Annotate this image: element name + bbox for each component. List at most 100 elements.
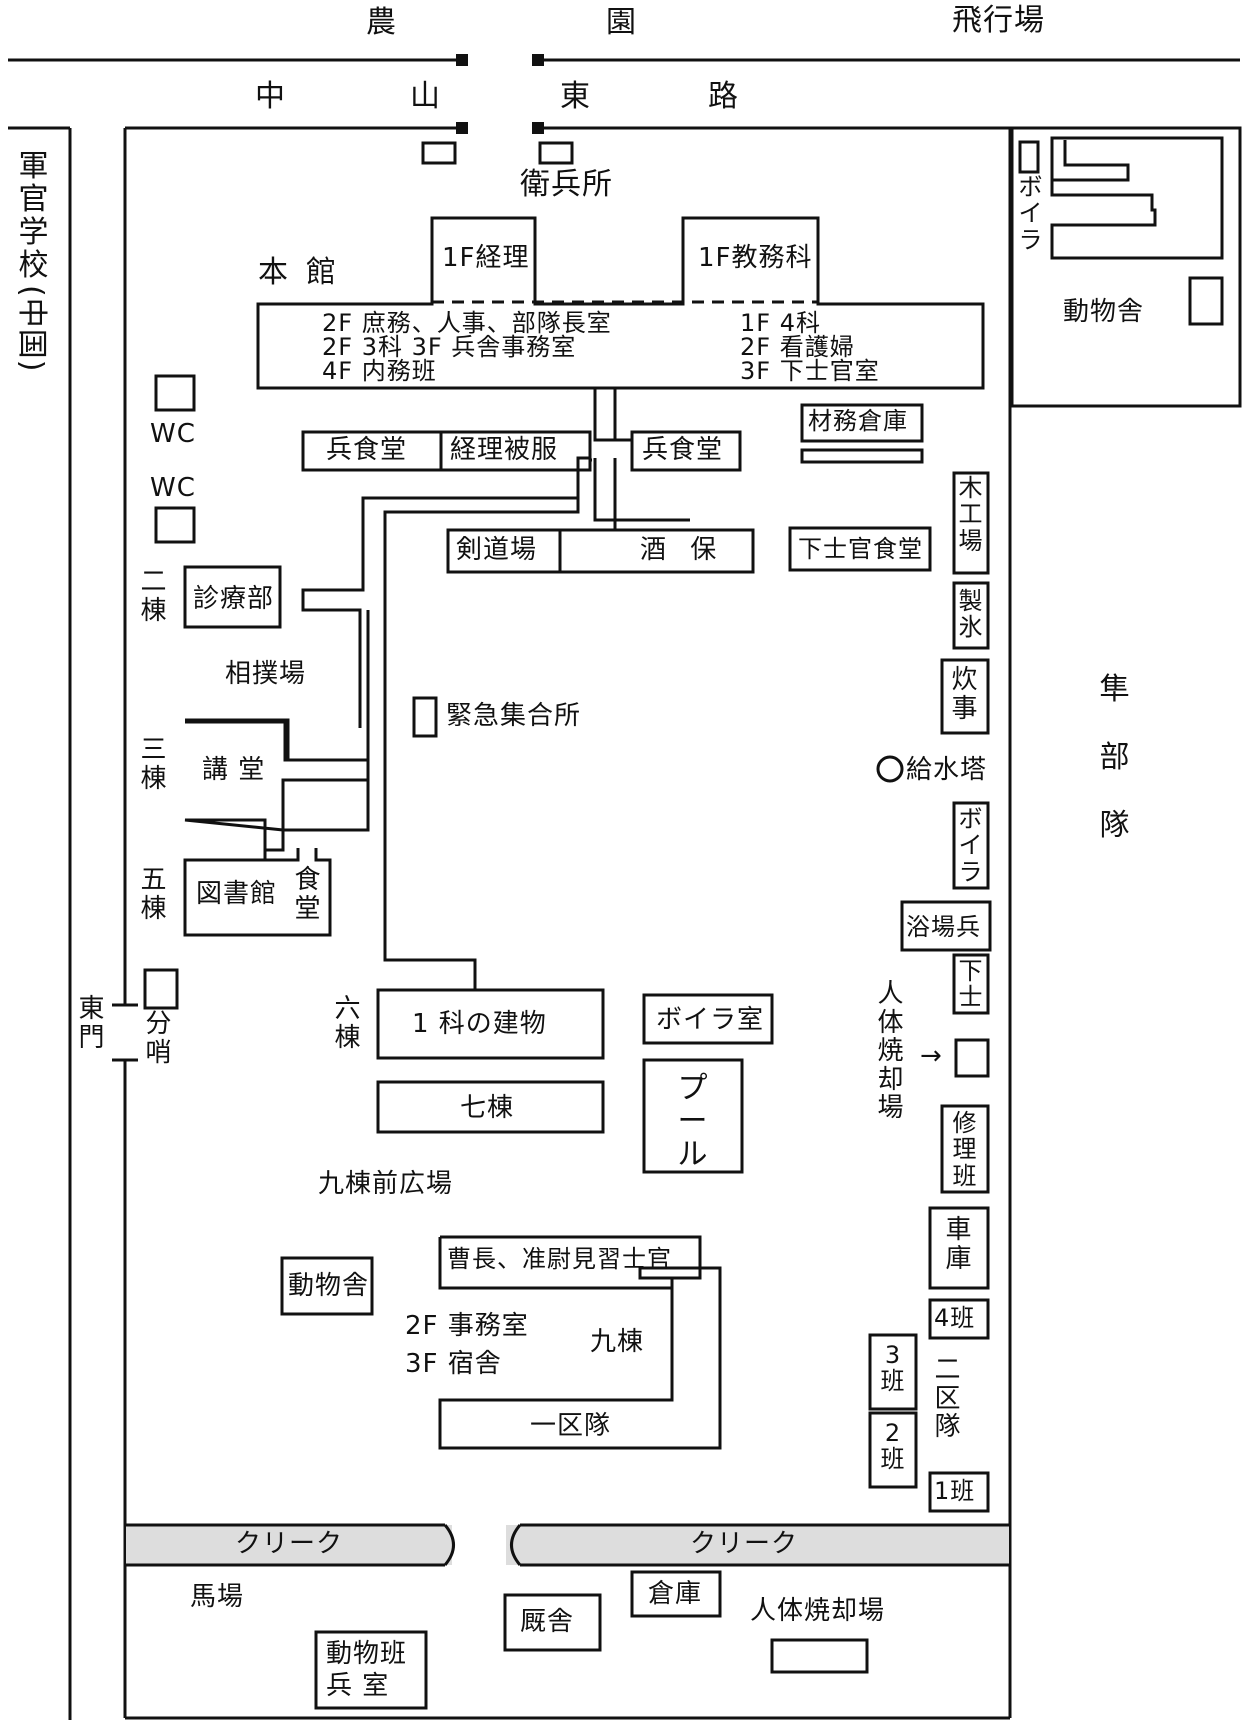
annex-small-2 — [1188, 276, 1224, 326]
repair-shop — [940, 1104, 990, 1194]
bath — [900, 900, 992, 952]
label-uniform: 経理被服 — [450, 435, 559, 465]
label-mess-right: 兵食堂 — [642, 435, 724, 465]
label-water-tower: 給水塔 — [906, 755, 988, 785]
label-higashi: 東 — [560, 79, 591, 114]
label-michi: 路 — [708, 79, 739, 114]
annex-building-1 — [1050, 136, 1224, 260]
boiler-room — [642, 993, 774, 1045]
label-bath: 浴場兵 — [906, 913, 981, 941]
building-six — [376, 988, 605, 1060]
label-assembly: 緊急集合所 — [446, 701, 582, 731]
wc-box-1 — [154, 374, 196, 412]
outpost-box — [143, 968, 179, 1010]
label-floor-r1: 1F 4科 — [740, 309, 821, 337]
label-floor-r2: 2F 看護婦 — [740, 333, 855, 361]
label-floor-l3: 4F 内務班 — [322, 357, 437, 385]
label-nouen: 農 — [366, 5, 397, 40]
label-boiler-right: ボイラ — [958, 805, 984, 886]
label-platoon-1: 一区隊 — [530, 1411, 612, 1441]
label-incinerator-v: 人体焼却場 — [877, 979, 905, 1124]
label-boiler-ne: ボイラ — [1018, 173, 1044, 254]
creek-left-end — [443, 1524, 455, 1566]
label-kendo: 剣道場 — [456, 535, 538, 565]
label-warehouse: 倉庫 — [648, 1579, 703, 1609]
gate-posts — [456, 54, 544, 134]
creek-left-fill — [126, 1525, 452, 1565]
label-bldg-6: 六棟 — [334, 994, 362, 1053]
label-platoon-2: 二区隊 — [934, 1355, 962, 1443]
squad-2 — [868, 1411, 918, 1489]
label-academic: 1F教務科 — [698, 243, 813, 273]
label-bldg9-f2: 2F 事務室 — [405, 1311, 529, 1341]
label-bldg-7: 七棟 — [460, 1093, 515, 1123]
label-main-building: 本館 — [258, 255, 354, 290]
label-kitchen: 炊事 — [951, 665, 979, 724]
label-bldg-3: 三棟 — [140, 735, 168, 794]
label-garage: 車庫 — [945, 1215, 973, 1274]
label-squad-3: 3班 — [880, 1341, 906, 1396]
post-4 — [532, 122, 544, 134]
label-storehouse: 材務倉庫 — [808, 407, 908, 435]
boiler-right — [952, 801, 990, 890]
building-seven — [376, 1080, 605, 1134]
label-bldg-2: 二棟 — [140, 567, 168, 626]
label-animal-shed-ne: 動物舎 — [1063, 297, 1145, 327]
nco-mess — [788, 526, 932, 572]
label-library: 図書館 — [196, 879, 278, 909]
label-airfield: 飛行場 — [952, 3, 1045, 38]
label-woodshop: 木工場 — [958, 474, 984, 555]
label-incinerator-h: 人体焼却場 — [750, 1596, 886, 1626]
pool — [642, 1058, 744, 1174]
label-nco-mess: 下士官食堂 — [798, 535, 923, 563]
label-accounting: 1F経理 — [442, 243, 530, 273]
clinic — [183, 565, 282, 629]
label-bldg-5: 五棟 — [140, 865, 168, 924]
label-boiler-room: ボイラ室 — [656, 1005, 765, 1035]
label-squad-2: 2班 — [880, 1419, 906, 1474]
sentry-box-right — [538, 141, 574, 165]
label-naka: 中 — [255, 79, 286, 114]
label-dining: 食堂 — [294, 865, 322, 924]
label-military-school: 軍官学校 — [18, 149, 50, 283]
post-1 — [456, 54, 468, 66]
squad-3 — [868, 1333, 918, 1411]
stable — [503, 1593, 602, 1652]
woodshop — [952, 471, 990, 575]
label-wc-2: WC — [150, 473, 196, 503]
main-building — [256, 216, 985, 390]
post-3 — [456, 122, 468, 134]
post-2 — [532, 54, 544, 66]
label-yama: 山 — [410, 79, 441, 114]
label-repair: 修理班 — [952, 1109, 978, 1190]
label-squad-1: 1班 — [934, 1477, 976, 1505]
mess-hall-left — [301, 430, 592, 472]
label-officers: 曹長、准尉見習士官 — [447, 1245, 672, 1273]
label-squad-4: 4班 — [934, 1304, 976, 1332]
label-floor-l2: 2F 3科 3F 兵舎事務室 — [322, 333, 577, 361]
label-east-gate: 東門 — [78, 994, 106, 1053]
animal-squad-room — [314, 1630, 428, 1710]
label-pool: プール — [677, 1071, 709, 1172]
label-plaza: 九棟前広場 — [318, 1169, 454, 1199]
assembly-point — [412, 696, 438, 738]
label-floor-l1: 2F 庶務、人事、部隊長室 — [322, 309, 612, 337]
incinerator-bottom — [770, 1638, 869, 1674]
label-animal-squad-l1: 動物班 — [326, 1639, 408, 1669]
kendo-canteen — [446, 528, 755, 574]
label-china: (中国) — [14, 285, 49, 373]
nco-box — [952, 953, 990, 1015]
annex-outline — [1010, 126, 1242, 408]
squad-4 — [928, 1298, 990, 1340]
label-sumo: 相撲場 — [225, 659, 307, 689]
ice-plant — [952, 581, 990, 650]
incinerator-box — [954, 1038, 990, 1078]
label-en: 園 — [606, 5, 637, 40]
label-mess-left: 兵食堂 — [326, 435, 408, 465]
label-canteen: 酒 保 — [640, 535, 725, 565]
label-floor-r3: 3F 下士官室 — [740, 357, 880, 385]
wc-box-2 — [154, 506, 196, 544]
label-wc-1: WC — [150, 419, 196, 449]
